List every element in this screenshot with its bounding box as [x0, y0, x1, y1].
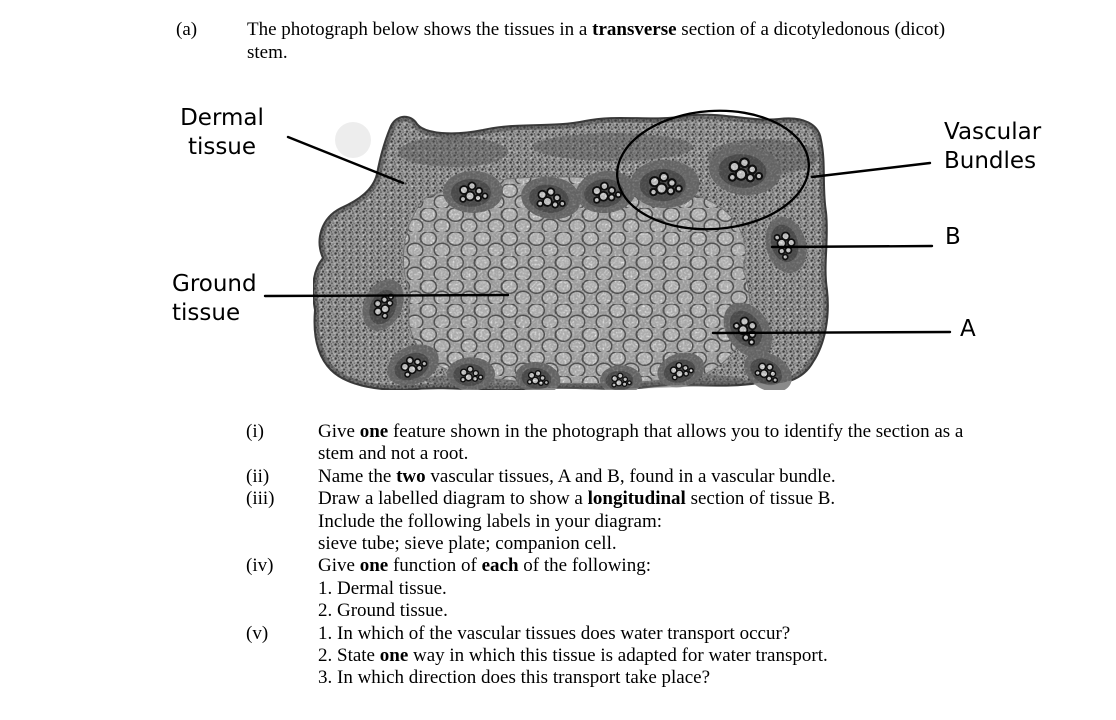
question-line: Give one function of each of the followi…: [318, 555, 651, 577]
stem-micrograph: [313, 112, 830, 390]
question-marker: (v): [246, 622, 269, 644]
label-b: B: [945, 224, 961, 250]
question-item-i: (i) Give one feature shown in the photog…: [246, 421, 1056, 466]
label-dermal-tissue: Dermal tissue: [176, 104, 268, 162]
question-list: (i) Give one feature shown in the photog…: [246, 421, 1056, 690]
question-line: sieve tube; sieve plate; companion cell.: [318, 533, 617, 555]
question-marker: (iii): [246, 488, 275, 510]
question-line: 1. In which of the vascular tissues does…: [318, 622, 791, 644]
question-line: Draw a labelled diagram to show a longit…: [318, 488, 836, 510]
label-dermal-line2: tissue: [187, 134, 257, 160]
intro-line-1: The photograph below shows the tissues i…: [247, 19, 946, 40]
label-vascular-line2: Bundles: [944, 148, 1037, 174]
label-ground-line2: tissue: [172, 300, 241, 326]
question-line: 3. In which direction does this transpor…: [318, 667, 711, 689]
question-line: 2. State one way in which this tissue is…: [318, 645, 828, 667]
intro-line-2: stem.: [247, 42, 288, 63]
question-item-ii: (ii) Name the two vascular tissues, A an…: [246, 466, 1056, 488]
label-ground-tissue: Ground tissue: [172, 270, 257, 328]
part-marker: (a): [176, 19, 198, 40]
label-vascular-line1: Vascular: [944, 119, 1042, 145]
question-line: Name the two vascular tissues, A and B, …: [318, 465, 836, 487]
question-line: 1. Dermal tissue.: [318, 577, 447, 599]
question-marker: (iv): [246, 555, 274, 577]
label-ground-line1: Ground: [172, 271, 257, 297]
question-marker: (i): [246, 421, 264, 442]
question-marker: (ii): [246, 465, 270, 487]
question-item-iii: (iii) Draw a labelled diagram to show a …: [246, 488, 1056, 555]
question-line: Include the following labels in your dia…: [318, 510, 663, 532]
question-line: Give one feature shown in the photograph…: [318, 421, 964, 442]
question-item-iv: (iv) Give one function of each of the fo…: [246, 555, 1056, 622]
label-vascular-bundles: Vascular Bundles: [944, 118, 1041, 176]
question-line: stem and not a root.: [318, 443, 469, 465]
question-item-v: (v) 1. In which of the vascular tissues …: [246, 623, 1056, 690]
label-dermal-line1: Dermal: [180, 105, 264, 131]
label-a: A: [960, 316, 976, 342]
intro-text: The photograph below shows the tissues i…: [247, 18, 1047, 64]
question-line: 2. Ground tissue.: [318, 600, 448, 622]
